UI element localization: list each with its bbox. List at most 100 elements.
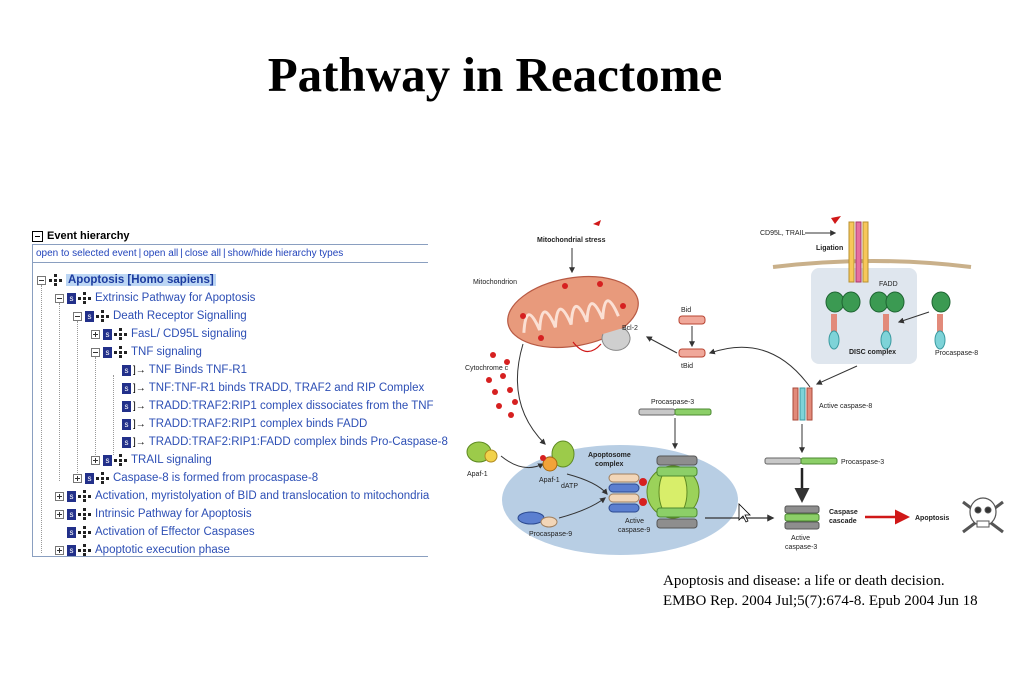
species-badge-icon: s xyxy=(67,508,76,520)
bid-label: Bid xyxy=(681,307,691,314)
tree-node-label[interactable]: Activation, myristolyation of BID and tr… xyxy=(95,490,430,502)
tree-node-trail[interactable]: s TRAIL signaling xyxy=(91,452,212,468)
species-badge-icon: s xyxy=(85,472,94,484)
caspase-cascade-label-2: cascade xyxy=(829,518,857,525)
procaspase3-right-icon-part xyxy=(800,457,838,465)
tree-node-caspase8[interactable]: s Caspase-8 is formed from procaspase-8 xyxy=(73,470,318,486)
tree-node-label[interactable]: Apoptosis [Homo sapiens] xyxy=(66,274,216,286)
tree-node-label[interactable]: Intrinsic Pathway for Apoptosis xyxy=(95,508,252,520)
mitochondrion-label: Mitochondrion xyxy=(473,279,517,286)
open-all-link[interactable]: open all xyxy=(143,248,179,259)
tree-node-death-receptor[interactable]: s Death Receptor Signalling xyxy=(73,308,247,324)
apoptosis-label: Apoptosis xyxy=(915,515,949,522)
procaspase3-right-icon xyxy=(764,457,802,465)
tree-node-label[interactable]: TRADD:TRAF2:RIP1 complex dissociates fro… xyxy=(148,400,434,412)
slide-title: Pathway in Reactome xyxy=(267,47,723,102)
procaspase8-arrow xyxy=(897,311,930,324)
mitochondrial-stress-label: Mitochondrial stress xyxy=(537,237,606,244)
cytochrome-arrow xyxy=(516,343,546,445)
expand-icon[interactable] xyxy=(55,545,64,555)
tree-node-reaction[interactable]: s ]→ TNF Binds TNF-R1 xyxy=(122,362,247,378)
expand-icon[interactable] xyxy=(91,329,100,339)
panel-title: Event hierarchy xyxy=(47,230,130,242)
tree-node-label[interactable]: Activation of Effector Caspases xyxy=(95,526,255,538)
procaspase3-right-label: Procaspase-3 xyxy=(841,459,884,466)
collapse-icon[interactable] xyxy=(37,275,46,285)
toolbar-divider xyxy=(33,262,428,263)
tree-node-label[interactable]: Apoptotic execution phase xyxy=(95,544,230,556)
cytochrome-c-label: Cytochrome c xyxy=(465,365,509,372)
tbid-to-mito-arrow xyxy=(645,336,678,354)
cytochrome-c-dots-icon xyxy=(486,352,518,418)
pathway-icon xyxy=(78,544,91,556)
tree-node-label[interactable]: TRAIL signaling xyxy=(131,454,212,466)
ligand-bolt-icon xyxy=(831,216,841,224)
tree-node-fasl[interactable]: s FasL/ CD95L signaling xyxy=(91,326,247,342)
species-badge-icon: s xyxy=(103,346,112,358)
tree-node-reaction[interactable]: s ]→ TRADD:TRAF2:RIP1 complex dissociate… xyxy=(122,398,434,414)
tree-node-reaction[interactable]: s ]→ TRADD:TRAF2:RIP1:FADD complex binds… xyxy=(122,434,448,450)
close-all-link[interactable]: close all xyxy=(184,248,222,259)
bid-icon xyxy=(678,315,706,325)
tree-node-intrinsic[interactable]: s Intrinsic Pathway for Apoptosis xyxy=(55,506,252,522)
tree-node-apoptosis[interactable]: Apoptosis [Homo sapiens] xyxy=(37,272,216,288)
tree-node-label[interactable]: Extrinsic Pathway for Apoptosis xyxy=(95,292,256,304)
collapse-icon[interactable] xyxy=(73,311,82,321)
mitochondrion-icon xyxy=(507,276,639,348)
tree-node-reaction[interactable]: s ]→ TNF:TNF-R1 binds TRADD, TRAF2 and R… xyxy=(122,380,424,396)
disc-procaspase8-icon xyxy=(825,291,905,350)
fadd-label: FADD xyxy=(879,281,898,288)
species-badge-icon: s xyxy=(67,490,76,502)
tree-node-label[interactable]: TNF Binds TNF-R1 xyxy=(148,364,247,376)
caspase-cascade-label-1: Caspase xyxy=(829,509,858,516)
species-badge-icon: s xyxy=(122,436,131,448)
tree-node-tnf[interactable]: s TNF signaling xyxy=(91,344,202,360)
tree-node-effector[interactable]: s Activation of Effector Caspases xyxy=(67,524,255,540)
species-badge-icon: s xyxy=(122,418,131,430)
tbid-label: tBid xyxy=(681,363,693,370)
disc-complex-label: DISC complex xyxy=(849,349,896,356)
tree-node-label[interactable]: FasL/ CD95L signaling xyxy=(131,328,247,340)
active-caspase3-label-2: caspase-3 xyxy=(785,544,817,551)
apaf1-inner-label: Apaf-1 xyxy=(539,477,560,484)
apoptosome-core-icon xyxy=(608,455,700,529)
collapse-panel-icon[interactable] xyxy=(32,230,43,242)
event-hierarchy-panel: Event hierarchy open to selected event|o… xyxy=(32,226,448,559)
tree-node-label[interactable]: TNF signaling xyxy=(131,346,202,358)
apoptosome-complex-label: complex xyxy=(595,461,624,468)
apaf1-outer-label: Apaf-1 xyxy=(467,471,488,478)
tbid-icon xyxy=(678,348,706,358)
procaspase9-label: Procaspase-9 xyxy=(529,531,572,538)
show-hide-types-link[interactable]: show/hide hierarchy types xyxy=(227,248,344,259)
tree-node-extrinsic[interactable]: s Extrinsic Pathway for Apoptosis xyxy=(55,290,255,306)
pathway-icon xyxy=(78,508,91,520)
collapse-icon[interactable] xyxy=(55,293,64,303)
tree-node-execution[interactable]: s Apoptotic execution phase xyxy=(55,542,230,558)
skull-crossbones-icon xyxy=(962,497,1004,534)
apaf1-arrow xyxy=(500,455,545,469)
tree-node-label[interactable]: TRADD:TRAF2:RIP1:FADD complex binds Pro-… xyxy=(148,436,448,448)
tree-node-bid[interactable]: s Activation, myristolyation of BID and … xyxy=(55,488,429,504)
pathway-icon xyxy=(78,292,91,304)
expand-icon[interactable] xyxy=(55,509,64,519)
open-selected-link[interactable]: open to selected event xyxy=(36,248,137,259)
expand-icon[interactable] xyxy=(73,473,82,483)
collapse-icon[interactable] xyxy=(91,347,100,357)
datp-label: dATP xyxy=(561,483,578,490)
procaspase3-top-icon-part xyxy=(674,408,712,416)
tree-node-reaction[interactable]: s ]→ TRADD:TRAF2:RIP1 complex binds FADD xyxy=(122,416,367,432)
citation-source: EMBO Rep. 2004 Jul;5(7):674-8. Epub 2004… xyxy=(663,593,978,609)
expand-icon[interactable] xyxy=(91,455,100,465)
tree-node-label[interactable]: Death Receptor Signalling xyxy=(113,310,247,322)
pathway-icon xyxy=(96,472,109,484)
stress-bolt-icon xyxy=(593,220,601,226)
tree-node-label[interactable]: TNF:TNF-R1 binds TRADD, TRAF2 and RIP Co… xyxy=(148,382,425,394)
tree-node-label[interactable]: Caspase-8 is formed from procaspase-8 xyxy=(113,472,319,484)
reaction-arrow-icon: ]→ xyxy=(133,364,146,376)
procaspase3-top-label: Procaspase-3 xyxy=(651,399,694,406)
procaspase8-label: Procaspase-8 xyxy=(935,350,978,357)
procaspase9-arrow xyxy=(558,497,606,519)
expand-icon[interactable] xyxy=(55,491,64,501)
hierarchy-box: open to selected event|open all|close al… xyxy=(32,244,448,558)
tree-node-label[interactable]: TRADD:TRAF2:RIP1 complex binds FADD xyxy=(148,418,368,430)
